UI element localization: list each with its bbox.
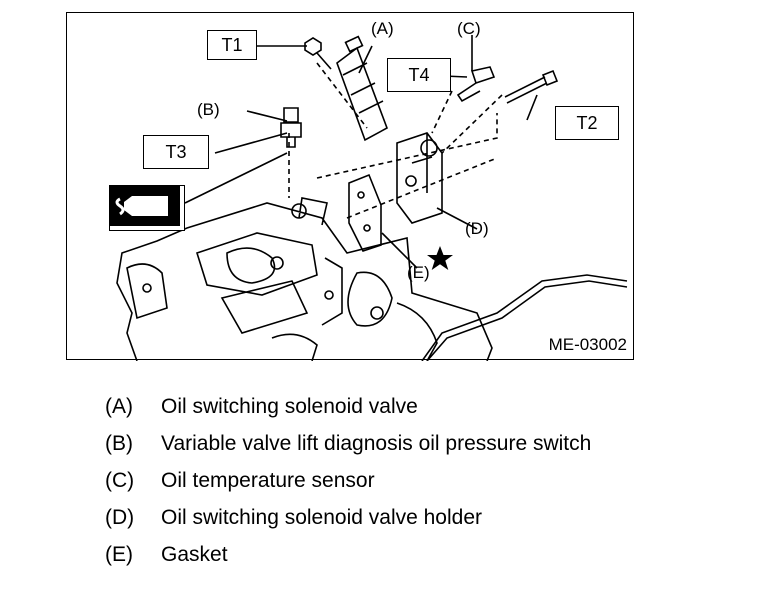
legend-item: (D) Oil switching solenoid valve holder <box>105 499 591 536</box>
star-icon <box>427 246 453 270</box>
bolt-t1 <box>304 37 332 70</box>
pressure-switch <box>280 107 302 148</box>
torque-label-t2: T2 <box>555 106 619 140</box>
leader-t3 <box>214 132 288 154</box>
legend-text: Oil switching solenoid valve <box>161 394 418 418</box>
callout-d: (D) <box>465 219 489 238</box>
sealant-tube-icon <box>109 185 185 231</box>
torque-label-t3: T3 <box>143 135 209 169</box>
legend-item: (E) Gasket <box>105 536 591 573</box>
leader-d <box>436 207 478 230</box>
legend-key: (A) <box>105 394 133 418</box>
leader-b <box>246 110 288 122</box>
legend-key: (B) <box>105 431 133 455</box>
legend-item: (B) Variable valve lift diagnosis oil pr… <box>105 425 591 462</box>
diagram-drawing <box>116 35 628 361</box>
solenoid-valve <box>336 46 388 142</box>
leader-t2 <box>526 94 538 121</box>
legend-item: (C) Oil temperature sensor <box>105 462 591 499</box>
legend-key: (D) <box>105 505 135 529</box>
bolt-t2 <box>504 69 559 104</box>
legend-key: (C) <box>105 468 135 492</box>
legend-item: (A) Oil switching solenoid valve <box>105 388 591 425</box>
leader-sealant <box>184 152 288 204</box>
legend-text: Oil switching solenoid valve holder <box>161 505 482 529</box>
callout-c: (C) <box>457 19 481 38</box>
legend-key: (E) <box>105 542 133 566</box>
oil-pipe <box>421 274 628 361</box>
torque-label-t1: T1 <box>207 30 257 60</box>
leader-e <box>381 232 418 269</box>
exploded-diagram: T1 T2 T3 T4 (A) (B) (C) (D) (E) ME-03002 <box>66 12 634 361</box>
callout-e: (E) <box>407 263 430 282</box>
callout-a: (A) <box>371 19 394 38</box>
callout-b: (B) <box>197 100 220 119</box>
gasket <box>348 173 382 252</box>
legend-text: Variable valve lift diagnosis oil pressu… <box>161 431 592 455</box>
figure-code: ME-03002 <box>548 335 627 354</box>
cylinder-head <box>116 197 493 361</box>
legend-text: Oil temperature sensor <box>161 468 375 492</box>
valve-holder <box>396 132 443 224</box>
torque-label-t4: T4 <box>387 58 451 92</box>
oil-temp-sensor <box>456 66 496 103</box>
leader-a <box>358 45 373 74</box>
legend: (A) Oil switching solenoid valve (B) Var… <box>105 388 591 573</box>
legend-text: Gasket <box>161 542 228 566</box>
